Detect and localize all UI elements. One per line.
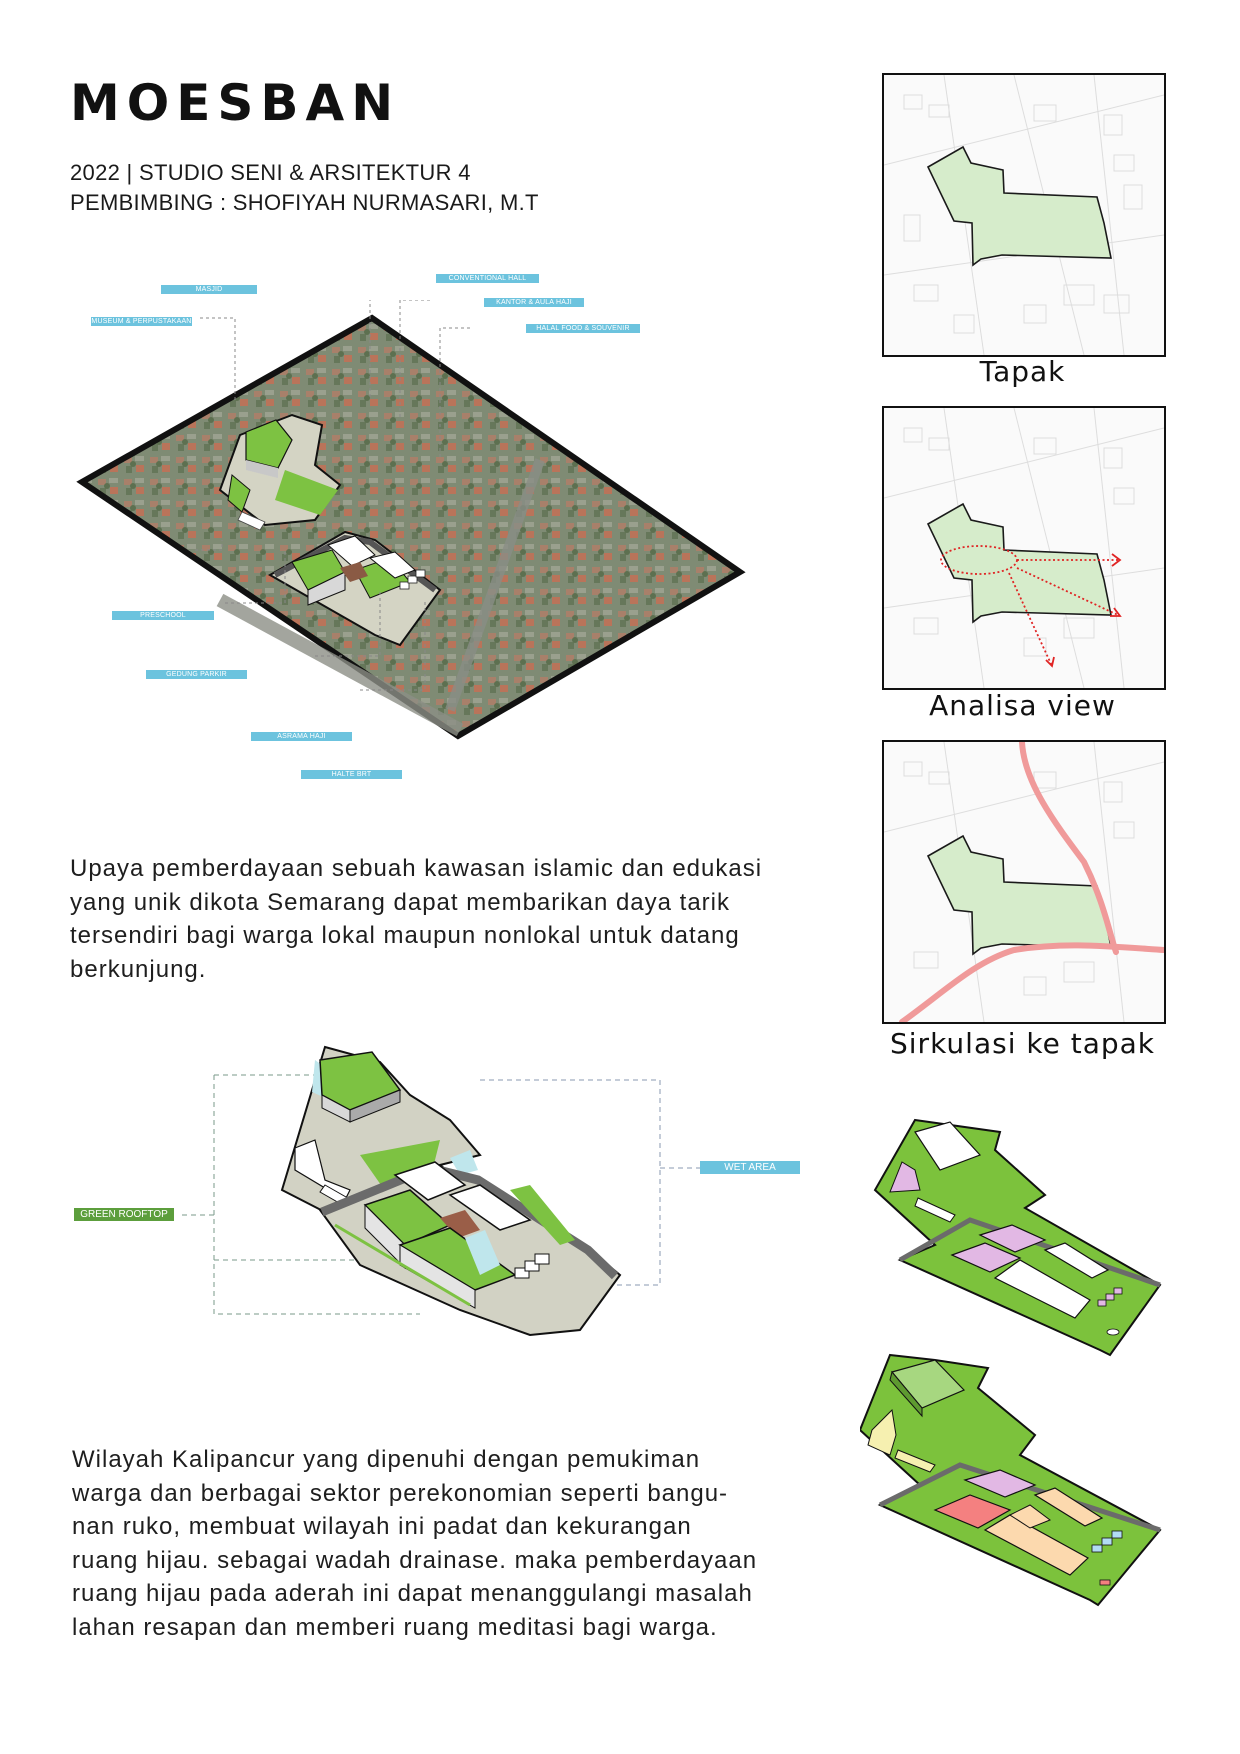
map-analisa-view: [882, 406, 1166, 690]
zoning-diagram-b: [860, 1353, 1162, 1607]
label-gedung-parkir: GEDUNG PARKIR: [146, 670, 247, 679]
site-massing-axonometric: [180, 1045, 700, 1337]
description-paragraph-2: Wilayah Kalipancur yang dipenuhi dengan …: [72, 1446, 758, 1641]
page-title: MOESBAN: [70, 74, 401, 132]
subtitle-advisor: PEMBIMBING : SHOFIYAH NURMASARI, M.T: [70, 190, 539, 215]
map-sirkulasi: [882, 740, 1166, 1024]
map-tapak: [882, 73, 1166, 357]
label-conventional-hall: CONVENTIONAL HALL: [436, 274, 539, 283]
label-preschool: PRESCHOOL: [112, 611, 214, 620]
circulation-roads: [899, 742, 1164, 1022]
zoning-diagrams: [860, 1110, 1180, 1700]
site-axonometric: MASJID MUSEUM & PERPUSTAKAAN CONVENTIONA…: [70, 274, 830, 780]
label-halal-food-souvenir: HALAL FOOD & SOUVENIR: [526, 324, 640, 333]
map-caption-analisa-view: Analisa view: [929, 689, 1116, 722]
label-green-rooftop: GREEN ROOFTOP: [74, 1208, 174, 1221]
map-caption-tapak: Tapak: [979, 355, 1066, 388]
label-asrama-haji: ASRAMA HAJI: [251, 732, 352, 741]
label-masjid: MASJID: [161, 285, 257, 294]
view-arrows: [940, 545, 1121, 667]
description-paragraph-1: Upaya pemberdayaan sebuah kawasan islami…: [70, 855, 763, 983]
zoning-diagram-stack: [860, 1118, 1162, 1607]
aerial-site-image: [76, 300, 746, 740]
label-museum-perpustakaan: MUSEUM & PERPUSTAKAAN: [91, 317, 192, 326]
label-kantor-aula-haji: KANTOR & AULA HAJI: [484, 298, 584, 307]
view-analysis-map: [884, 408, 1164, 688]
label-halte-brt: HALTE BRT: [301, 770, 402, 779]
subtitle-studio: 2022 | STUDIO SENI & ARSITEKTUR 4: [70, 160, 471, 185]
green-wet-area-diagram: GREEN ROOFTOP WET AREA: [60, 1040, 820, 1380]
circulation-map: [884, 742, 1164, 1022]
map-caption-sirkulasi: Sirkulasi ke tapak: [890, 1027, 1155, 1060]
zoning-diagram-a: [873, 1118, 1162, 1357]
site-boundary-map: [884, 75, 1164, 355]
label-wet-area: WET AREA: [700, 1161, 800, 1174]
